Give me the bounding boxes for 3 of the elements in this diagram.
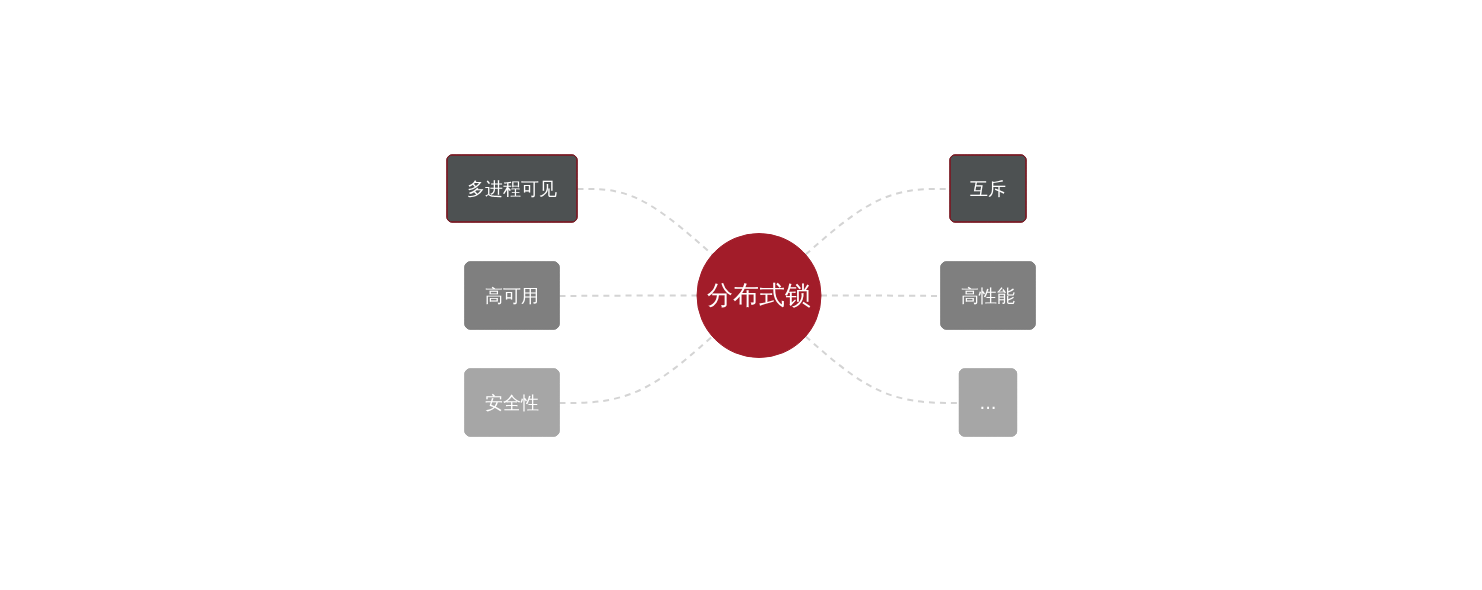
connector [558, 294, 698, 297]
connector [558, 334, 714, 404]
node-circle: 分布式锁 [696, 232, 822, 358]
